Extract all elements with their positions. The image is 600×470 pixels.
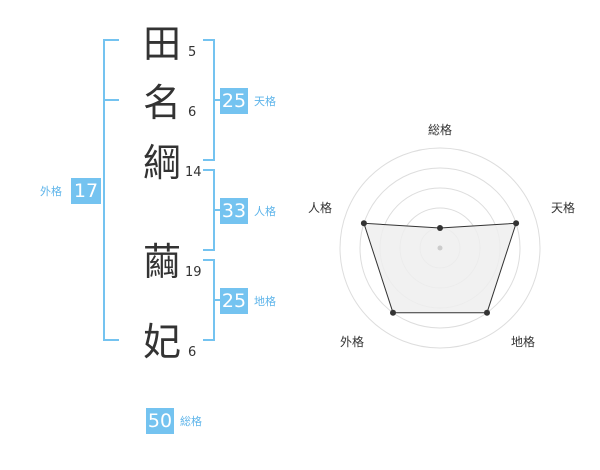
radar-point-3 [484,309,490,316]
stroke-count-3: 14 [185,165,202,180]
chikaku-label: 地格 [254,295,276,308]
name-char-2: 名 [143,81,182,125]
radar-axis-label-chikaku: 地格 [511,335,536,349]
name-char-3: 綱 [143,141,182,185]
gaikaku-bracket [103,39,119,341]
name-char-5: 妃 [143,320,182,364]
radar-point-5 [360,220,367,227]
name-char-4: 繭 [143,240,182,284]
name-char-1: 田 [143,22,182,66]
stroke-count-5: 6 [188,345,197,360]
chikaku-bracket [203,259,215,341]
stroke-count-2: 6 [188,105,197,120]
tenkaku-label: 天格 [254,95,276,108]
radar-axis-label-tenkaku: 天格 [551,201,576,215]
radar-point-2 [513,220,520,227]
radar-point-1 [437,225,443,231]
radar-value-polygon [363,222,517,314]
soukaku-label: 総格 [180,415,202,428]
radar-grid-ring [339,147,541,349]
stroke-count-4: 19 [185,265,202,280]
chikaku-value: 25 [220,288,248,314]
radar-center-dot [437,245,443,251]
soukaku-value: 50 [146,408,174,434]
gaikaku-label: 外格 [40,185,62,198]
tenkaku-value: 25 [220,88,248,114]
jinkaku-value: 33 [220,198,248,224]
tenkaku-bracket [203,39,215,161]
radar-axis-label-jinkaku: 人格 [308,201,333,215]
stroke-count-1: 5 [188,45,197,60]
jinkaku-bracket [203,169,215,251]
radar-axis-label-soukaku: 総格 [428,123,453,137]
radar-chart [339,147,541,349]
radar-point-4 [390,309,396,316]
radar-grid-ring [359,167,521,329]
bracket-lines [103,39,221,341]
jinkaku-label: 人格 [254,205,276,218]
gaikaku-value: 17 [71,178,101,204]
radar-axis-label-gaikaku: 外格 [340,335,365,349]
